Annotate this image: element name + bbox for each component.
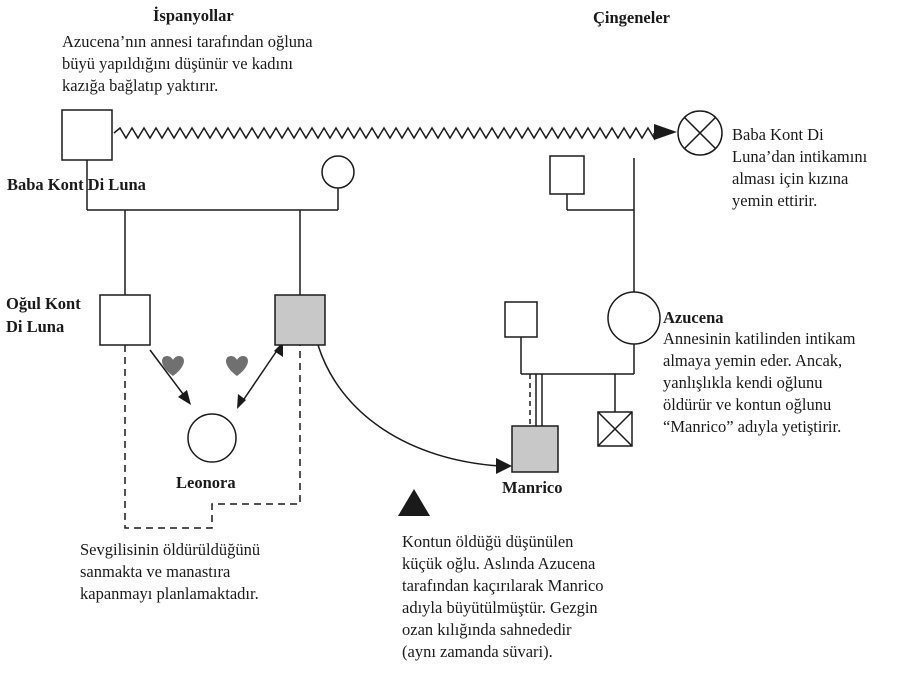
grandmother-cross-b [683, 116, 717, 150]
manrico-symbol [511, 425, 559, 473]
gypsies-header: Çingeneler [593, 8, 670, 27]
manrico-leonora-arrow [241, 348, 279, 403]
kidnapping-arrowhead [496, 458, 512, 474]
manrico-child-symbol [274, 294, 326, 346]
dead-son-cross-b [597, 411, 633, 447]
triangle-icon [398, 489, 430, 516]
grandfather-symbol [549, 155, 585, 195]
heart-icon [226, 356, 248, 376]
grandmother-note: Baba Kont Di Luna’dan intikamını alması … [732, 125, 868, 210]
azucena-symbol [607, 291, 661, 345]
dashed-relationship-line [124, 345, 301, 529]
spanish-header: İspanyollar [153, 6, 234, 25]
son-count-name-line2: Di Luna [6, 317, 65, 336]
son-count-symbol [99, 294, 151, 346]
heart-icon [162, 356, 184, 376]
azucena-name: Azucena [663, 308, 724, 327]
leonora-name: Leonora [176, 473, 236, 492]
manrico-note: Kontun öldüğü düşünülen küçük oğlu. Aslı… [402, 532, 604, 661]
conflict-zigzag-line [113, 126, 655, 141]
mother-symbol [321, 155, 355, 189]
father-name: Baba Kont Di Luna [7, 175, 146, 194]
father-symbol [61, 109, 113, 161]
azucena-note: Annesinin katilinden intikam almaya yemi… [663, 329, 856, 436]
son-count-to-leonora-arrow [149, 349, 187, 399]
azucena-husband-symbol [504, 301, 538, 338]
leonora-symbol [187, 413, 237, 463]
spanish-top-note: Azucena’nın annesi tarafından oğluna büy… [62, 32, 313, 95]
kidnapping-arrow [317, 344, 501, 467]
son-count-name-line1: Oğul Kont [6, 294, 81, 313]
manrico-name: Manrico [502, 478, 563, 497]
zigzag-arrowhead [654, 124, 677, 140]
leonora-note: Sevgilisinin öldürüldüğünü sanmakta ve m… [80, 540, 261, 603]
son-count-arrowhead-1 [178, 390, 191, 405]
manrico-arrowhead-leonora [237, 394, 246, 409]
